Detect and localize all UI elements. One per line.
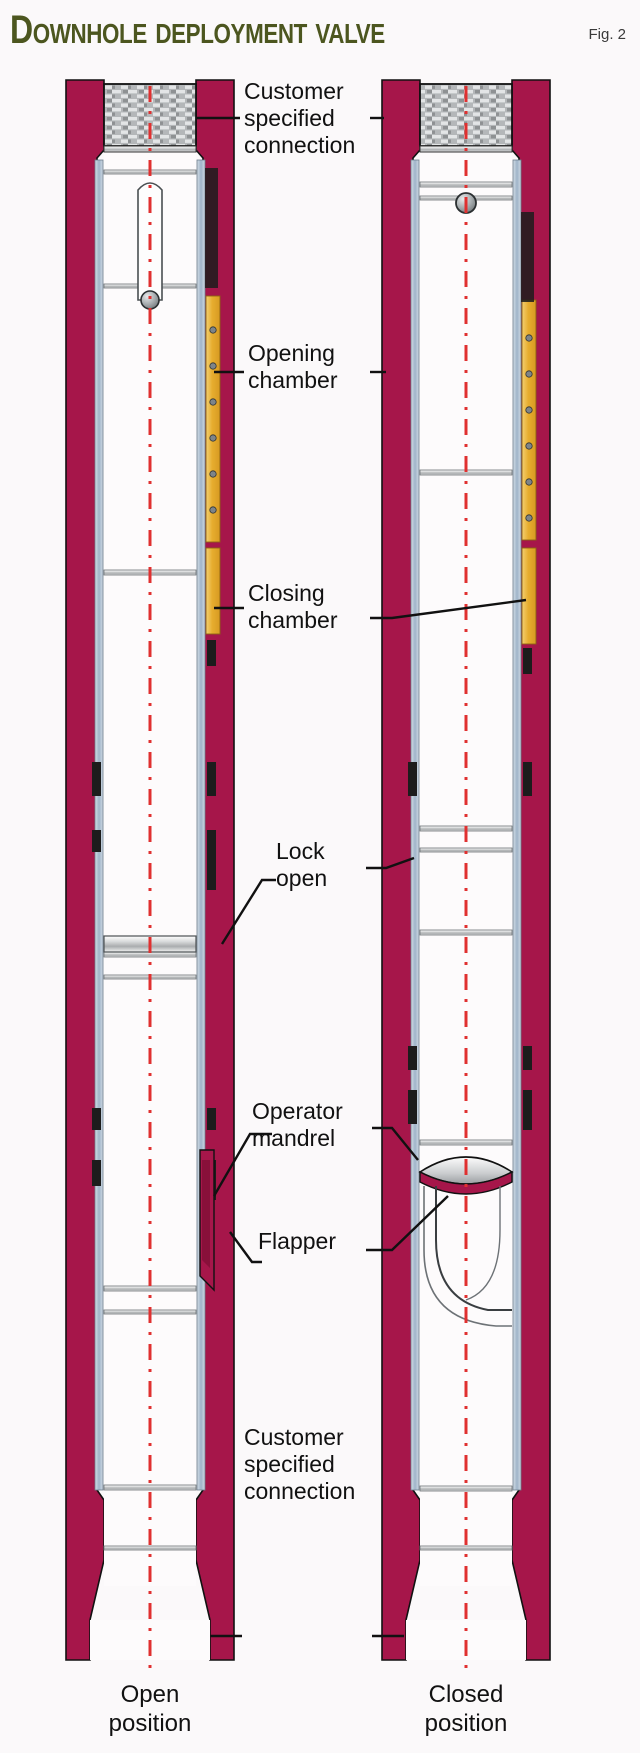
chamber-divider-9 [103, 1545, 197, 1551]
leader-lines [196, 116, 527, 1638]
inner-sleeve-left [94, 159, 104, 1491]
spring-ports-open [209, 326, 217, 514]
page-title: Downhole deployment valve [10, 8, 385, 52]
caption-closed-position: Closed position [424, 1681, 508, 1737]
caption-open-position: Open position [108, 1681, 192, 1737]
ball-indicator-open [140, 290, 160, 310]
label-customer-connection-top: Customer specified connection [244, 78, 356, 158]
inner-sleeve-right [196, 159, 206, 1491]
valve-assembly-open [65, 79, 235, 1672]
chamber-divider-8 [103, 1484, 197, 1491]
chamber-divider-6-closed [419, 929, 513, 936]
chamber-divider-7-closed [419, 1139, 513, 1146]
figure-header: Downhole deployment valve Fig. 2 [0, 0, 640, 62]
inner-sleeve-right-closed [512, 159, 522, 1491]
opening-chamber-spring [205, 295, 221, 543]
closing-chamber-spring-closed [521, 547, 537, 645]
label-opening-chamber: Opening chamber [248, 340, 338, 393]
label-operator-mandrel: Operator mandrel [252, 1098, 343, 1151]
spring-ports-closed [525, 334, 533, 522]
chamber-divider-6 [103, 1285, 197, 1292]
label-closing-chamber: Closing chamber [248, 580, 338, 633]
chamber-divider-9-closed [419, 1545, 513, 1551]
figure-number: Fig. 2 [588, 26, 626, 43]
valve-assembly-closed [381, 79, 551, 1672]
seal-detail-closed [408, 212, 534, 1130]
flow-tube-profile-right [435, 1186, 512, 1311]
label-flapper: Flapper [258, 1228, 336, 1254]
flapper-open-shade [202, 1160, 210, 1268]
closing-chamber-spring [205, 547, 221, 635]
chamber-divider-8-closed [419, 1485, 513, 1492]
label-customer-connection-bottom: Customer specified connection [244, 1424, 356, 1504]
label-lock-open: Lock open [276, 838, 328, 891]
inner-sleeve-left-closed [410, 159, 420, 1491]
flow-tube-profile-left [465, 1186, 501, 1301]
flow-tube-profile-inner [423, 1186, 512, 1327]
flapper-closed-seat [419, 1170, 513, 1195]
